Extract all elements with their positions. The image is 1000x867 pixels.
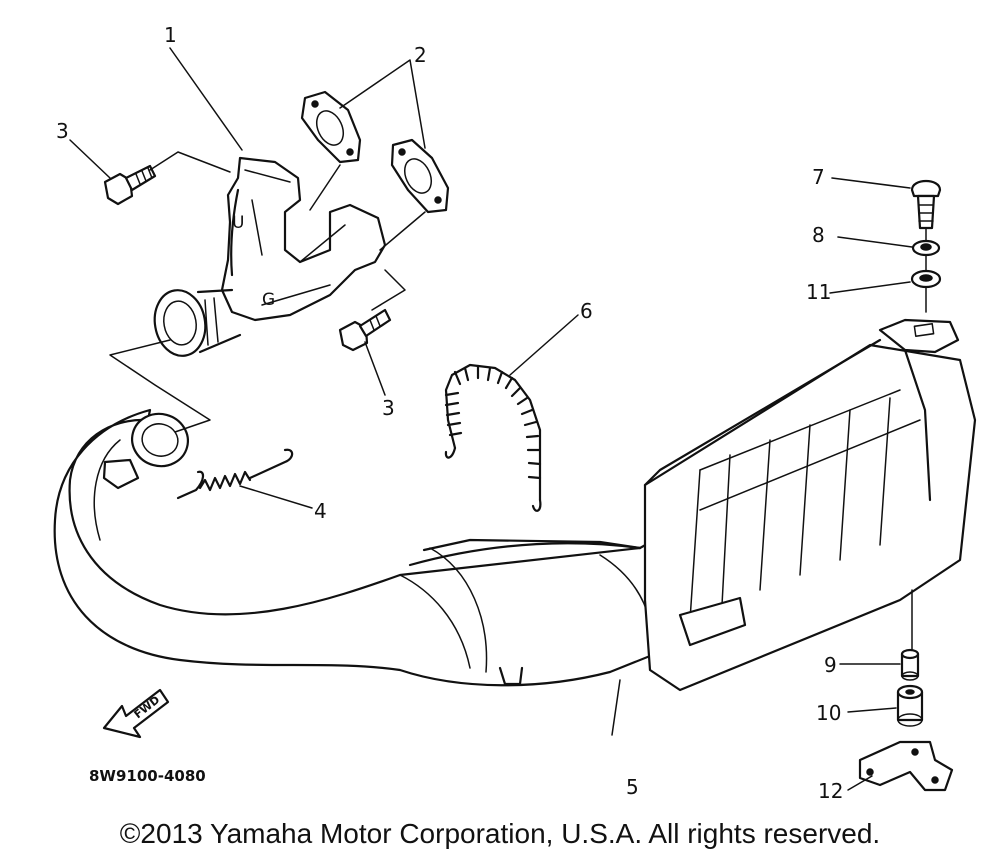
callout-1: 1 (164, 23, 177, 47)
svg-text:G: G (262, 290, 275, 310)
callout-11: 11 (806, 280, 831, 304)
callout-8: 8 (812, 223, 825, 247)
callout-7: 7 (812, 165, 825, 189)
bolt-lower[interactable] (338, 308, 392, 352)
gasket-upper[interactable] (300, 90, 362, 164)
washer-8[interactable] (911, 239, 941, 257)
collar-9[interactable] (900, 648, 920, 681)
svg-text:U: U (232, 213, 244, 233)
drawing-code: 8W9100-4080 (89, 767, 206, 785)
spring-long[interactable] (444, 363, 542, 512)
stay-bracket-12[interactable] (858, 740, 954, 792)
callout-2: 2 (414, 43, 427, 67)
damper-10[interactable] (896, 684, 924, 727)
bolt-rear[interactable] (910, 179, 942, 230)
callout-leaders (69, 47, 913, 791)
callout-9: 9 (824, 653, 837, 677)
callout-3-upper: 3 (56, 119, 69, 143)
exhaust-pipe-muffler[interactable] (53, 318, 977, 692)
assembly-guide-lines (109, 151, 927, 651)
callout-5: 5 (626, 775, 639, 799)
callout-3-lower: 3 (382, 396, 395, 420)
spring-small[interactable] (176, 448, 294, 500)
callout-4: 4 (314, 499, 327, 523)
fwd-arrow-icon: FWD (102, 688, 170, 739)
callout-10: 10 (816, 701, 841, 725)
bolt-upper[interactable] (103, 164, 157, 206)
gasket-lower[interactable] (390, 138, 450, 214)
callout-12: 12 (818, 779, 843, 803)
callout-6: 6 (580, 299, 593, 323)
exhaust-manifold[interactable]: U G (150, 156, 387, 360)
copyright-notice: ©2013 Yamaha Motor Corporation, U.S.A. A… (119, 818, 881, 849)
washer-11[interactable] (910, 269, 942, 289)
